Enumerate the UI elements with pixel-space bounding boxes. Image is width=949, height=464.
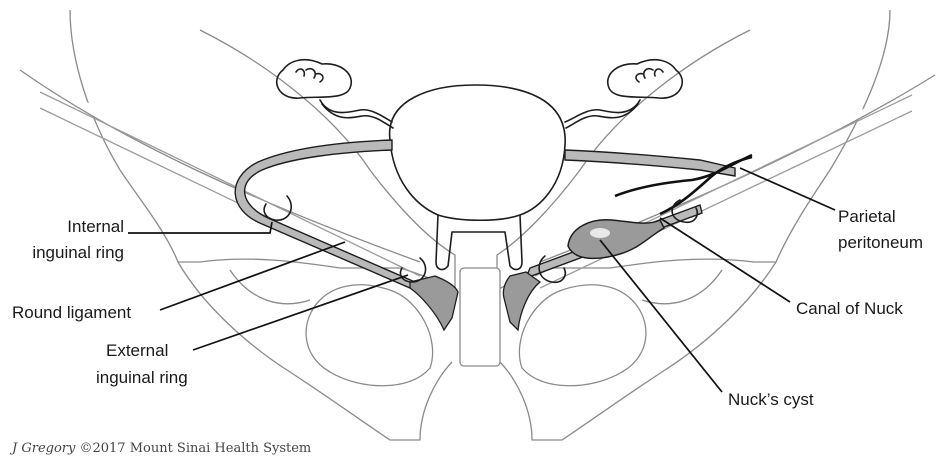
- label-round-ligament: Round ligament: [12, 303, 131, 322]
- label-internal-ring-line1: Internal: [67, 217, 124, 236]
- credit-rights: ©2017 Mount Sinai Health System: [75, 441, 311, 456]
- pubic-symphysis: [460, 268, 500, 366]
- label-parietal-line1: Parietal: [838, 207, 896, 226]
- label-external-ring-line2: inguinal ring: [96, 368, 188, 387]
- label-external-ring-line1: External: [106, 341, 168, 360]
- image-credit: J Gregory ©2017 Mount Sinai Health Syste…: [9, 441, 311, 456]
- left-fallopian-tube: [320, 100, 392, 122]
- label-parietal-line2: peritoneum: [838, 233, 923, 252]
- label-internal-ring-line2: inguinal ring: [32, 243, 124, 262]
- label-nucks-cyst: Nuck’s cyst: [728, 390, 814, 409]
- credit-author: J Gregory: [9, 441, 76, 456]
- label-canal-of-nuck: Canal of Nuck: [796, 299, 903, 318]
